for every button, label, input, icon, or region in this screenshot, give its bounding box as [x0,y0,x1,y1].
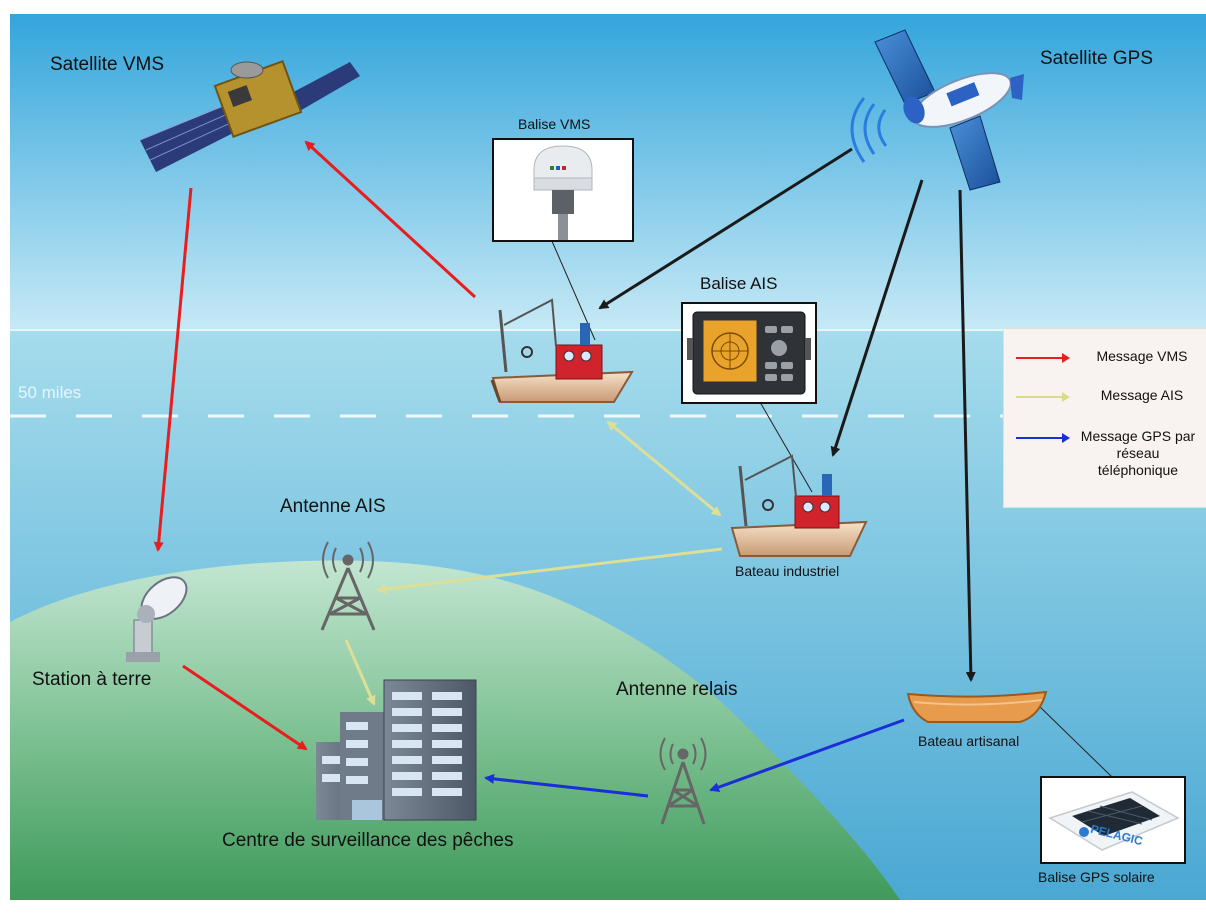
gps-net-arrow-boat-to-relay [709,718,905,792]
ground-station-dish-icon [126,576,188,662]
vms-beacon-leader [547,231,596,341]
legend-swatch-gps [1016,433,1070,443]
label-balise-ais: Balise AIS [700,274,778,293]
fisheries-center-building-icon [316,679,477,821]
label-bateau-industriel: Bateau industriel [735,563,840,579]
gps-arrow-to-vms-boat [598,147,853,310]
balise-vms-box [492,138,634,242]
gps-net-arrow-relay-to-center [484,773,649,798]
antenna-ais-tower-icon [320,541,376,631]
trawler-industrial-icon [730,454,868,557]
gps-beacon-leader [1037,704,1113,778]
legend-label-vms: Message VMS [1096,348,1188,364]
label-antenne-relais: Antenne relais [616,679,738,700]
satellite-gps-icon [850,29,1024,191]
label-centre-surveillance: Centre de surveillance des pêches [222,830,514,851]
label-station-terre: Station à terre [32,669,152,690]
legend-label-ais: Message AIS [1100,387,1184,403]
artisanal-boat-icon [906,690,1048,723]
label-satellite-vms: Satellite VMS [50,54,165,75]
trawler-vms-icon [490,298,634,403]
gps-arrow-to-industrial-boat [830,179,924,457]
ais-arrow-antenna-to-center [344,639,376,706]
legend-swatch-vms [1016,353,1070,363]
ais-beacon-leader [759,401,813,493]
balise-gps-solaire-box: PELAGIC [1040,776,1186,864]
legend-label-gps: Message GPS par réseau téléphonique [1080,428,1196,478]
gps-arrow-to-artisanal-boat [958,189,976,682]
label-fifty-miles: 50 miles [18,383,82,402]
vms-beacon-icon [533,145,593,240]
label-bateau-artisanal: Bateau artisanal [918,733,1020,749]
vms-arrow-boat-to-sat [304,140,477,299]
label-antenne-ais: Antenne AIS [280,496,386,517]
label-balise-vms: Balise VMS [518,116,591,132]
legend-swatch-ais [1016,392,1070,402]
satellite-vms-icon [139,60,360,172]
label-satellite-gps: Satellite GPS [1040,48,1153,69]
solar-gps-beacon-icon [1048,791,1180,851]
vms-arrow-station-to-center [182,664,308,751]
antenna-relay-tower-icon [659,737,707,825]
balise-ais-box [681,302,817,404]
ais-beacon-icon [687,311,811,395]
vms-arrow-sat-to-station [153,187,193,552]
ais-arrow-boat-to-antenna [376,547,723,595]
label-balise-gps-solaire: Balise GPS solaire [1038,869,1155,885]
legend: Message VMS Message AIS Message GPS par … [1003,328,1206,508]
ais-arrow-boats [606,420,722,517]
